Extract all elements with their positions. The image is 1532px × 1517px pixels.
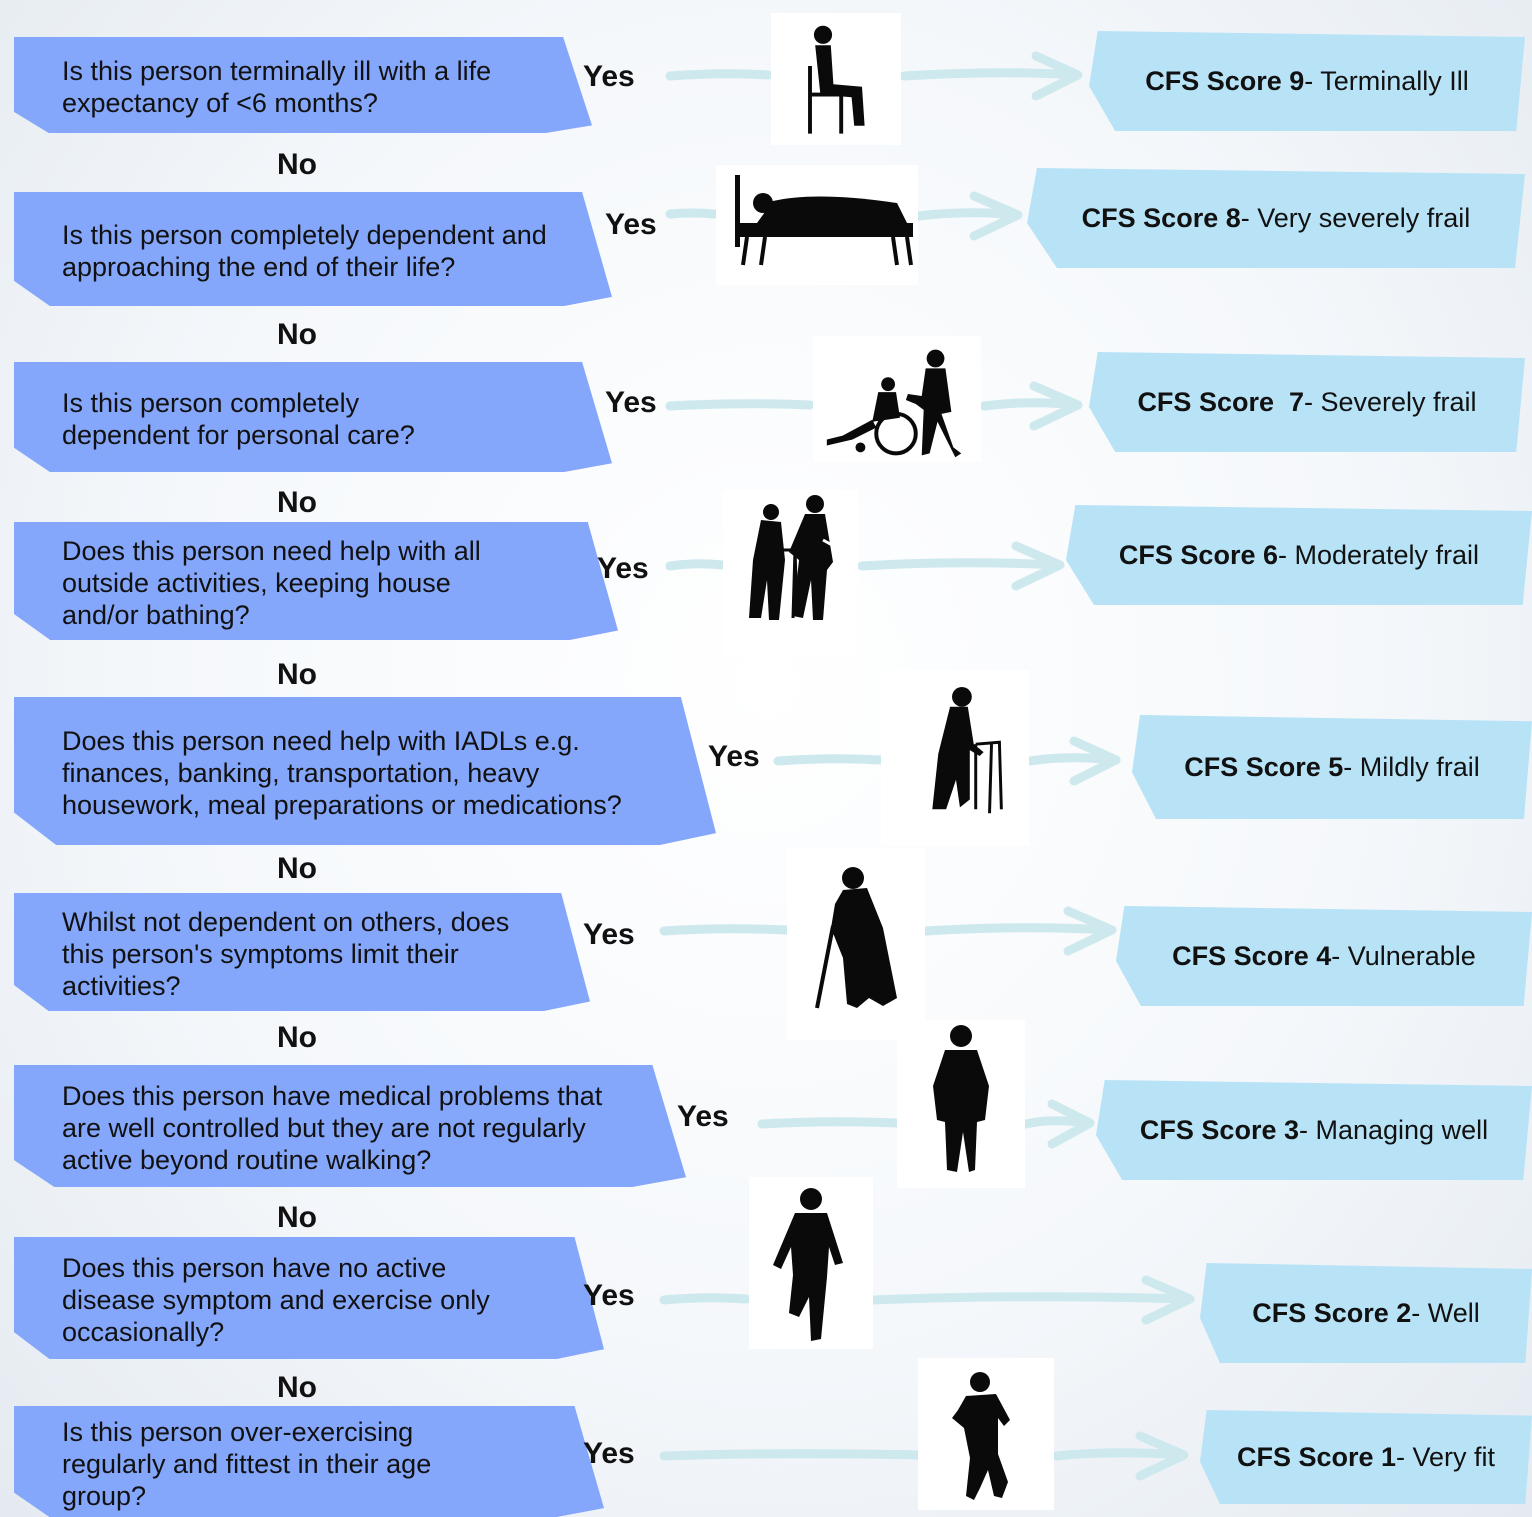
- no-label: No: [277, 486, 317, 519]
- score-label: CFS Score 6: [1118, 539, 1278, 570]
- no-label: No: [277, 318, 317, 351]
- person-sitting-icon: [771, 13, 901, 145]
- person-in-wheelchair-icon: [813, 336, 981, 462]
- question-text: Does this person need help with all outs…: [62, 536, 481, 630]
- yes-label: Yes: [677, 1100, 729, 1133]
- score-box: CFS Score 5 - Mildly frail: [1132, 715, 1532, 819]
- score-label: CFS Score 4: [1172, 940, 1332, 971]
- score-description: - Very fit: [1396, 1441, 1496, 1472]
- score-description: - Vulnerable: [1331, 940, 1476, 971]
- yes-label: Yes: [583, 918, 635, 951]
- score-label: CFS Score 8: [1081, 202, 1241, 233]
- score-description: - Moderately frail: [1277, 539, 1480, 570]
- yes-label: Yes: [583, 60, 635, 93]
- yes-label: Yes: [708, 740, 760, 773]
- score-label: CFS Score 2: [1252, 1297, 1412, 1328]
- yes-label: Yes: [583, 1437, 635, 1470]
- question-box: Is this person completely dependent for …: [14, 362, 612, 472]
- score-label: CFS Score 7: [1137, 386, 1304, 417]
- question-text: Is this person completely dependent and …: [62, 220, 547, 282]
- question-text: Does this person have medical problems t…: [62, 1081, 603, 1175]
- question-text: Does this person need help with IADLs e.…: [62, 726, 622, 820]
- no-label: No: [277, 852, 317, 885]
- question-box: Is this person completely dependent and …: [14, 192, 612, 306]
- arrow-icon: [757, 1099, 1095, 1149]
- question-box: Does this person have medical problems t…: [14, 1065, 686, 1187]
- question-text: Is this person over-exercising regularly…: [62, 1416, 432, 1511]
- question-text: Whilst not dependent on others, does thi…: [62, 907, 510, 1001]
- score-box: CFS Score 2 - Well: [1200, 1263, 1532, 1363]
- question-box: Is this person over-exercising regularly…: [14, 1406, 604, 1517]
- score-box: CFS Score 1 - Very fit: [1200, 1410, 1532, 1504]
- arrow-icon: [659, 1431, 1189, 1481]
- yes-label: Yes: [597, 552, 649, 585]
- arrow-icon: [665, 51, 1083, 101]
- question-text: Is this person completely dependent for …: [62, 388, 415, 450]
- person-walking-icon: [749, 1177, 873, 1349]
- person-lying-in-bed-icon: [716, 165, 918, 285]
- score-description: - Managing well: [1298, 1114, 1489, 1145]
- arrow-icon: [659, 1275, 1195, 1325]
- score-box: CFS Score 6 - Moderately frail: [1066, 505, 1532, 605]
- score-box: CFS Score 3 - Managing well: [1096, 1080, 1532, 1180]
- question-box: Whilst not dependent on others, does thi…: [14, 893, 590, 1011]
- arrow-icon: [773, 736, 1121, 786]
- yes-label: Yes: [605, 208, 657, 241]
- question-box: Does this person need help with IADLs e.…: [14, 697, 716, 845]
- question-box: Does this person have no active disease …: [14, 1237, 604, 1359]
- person-standing-icon: [897, 1020, 1025, 1188]
- no-label: No: [277, 658, 317, 691]
- no-label: No: [277, 148, 317, 181]
- question-text: Is this person terminally ill with a lif…: [62, 56, 492, 118]
- score-box: CFS Score 7 - Severely frail: [1089, 352, 1525, 452]
- question-box: Is this person terminally ill with a lif…: [14, 37, 592, 133]
- question-box: Does this person need help with all outs…: [14, 522, 618, 640]
- no-label: No: [277, 1201, 317, 1234]
- score-label: CFS Score 9: [1145, 65, 1305, 96]
- yes-label: Yes: [605, 386, 657, 419]
- no-label: No: [277, 1021, 317, 1054]
- person-assisted-walker-icon: [723, 490, 858, 656]
- score-label: CFS Score 5: [1184, 751, 1344, 782]
- arrow-icon: [659, 906, 1117, 956]
- score-box: CFS Score 4 - Vulnerable: [1116, 906, 1532, 1006]
- score-label: CFS Score 3: [1139, 1114, 1299, 1145]
- arrow-icon: [665, 191, 1023, 241]
- person-with-cane-icon: [787, 848, 925, 1040]
- score-description: - Well: [1411, 1297, 1480, 1328]
- question-text: Does this person have no active disease …: [62, 1253, 490, 1347]
- score-description: - Terminally Ill: [1304, 65, 1469, 96]
- score-description: - Very severely frail: [1240, 202, 1471, 233]
- score-box: CFS Score 8 - Very severely frail: [1027, 168, 1525, 268]
- score-description: - Mildly frail: [1343, 751, 1480, 782]
- score-box: CFS Score 9 - Terminally Ill: [1089, 31, 1525, 131]
- score-description: - Severely frail: [1304, 386, 1477, 417]
- no-label: No: [277, 1371, 317, 1404]
- person-running-icon: [918, 1358, 1054, 1510]
- score-label: CFS Score 1: [1236, 1441, 1397, 1472]
- yes-label: Yes: [583, 1279, 635, 1312]
- arrow-icon: [665, 381, 1083, 431]
- person-with-walker-icon: [881, 670, 1029, 846]
- arrow-icon: [665, 541, 1065, 591]
